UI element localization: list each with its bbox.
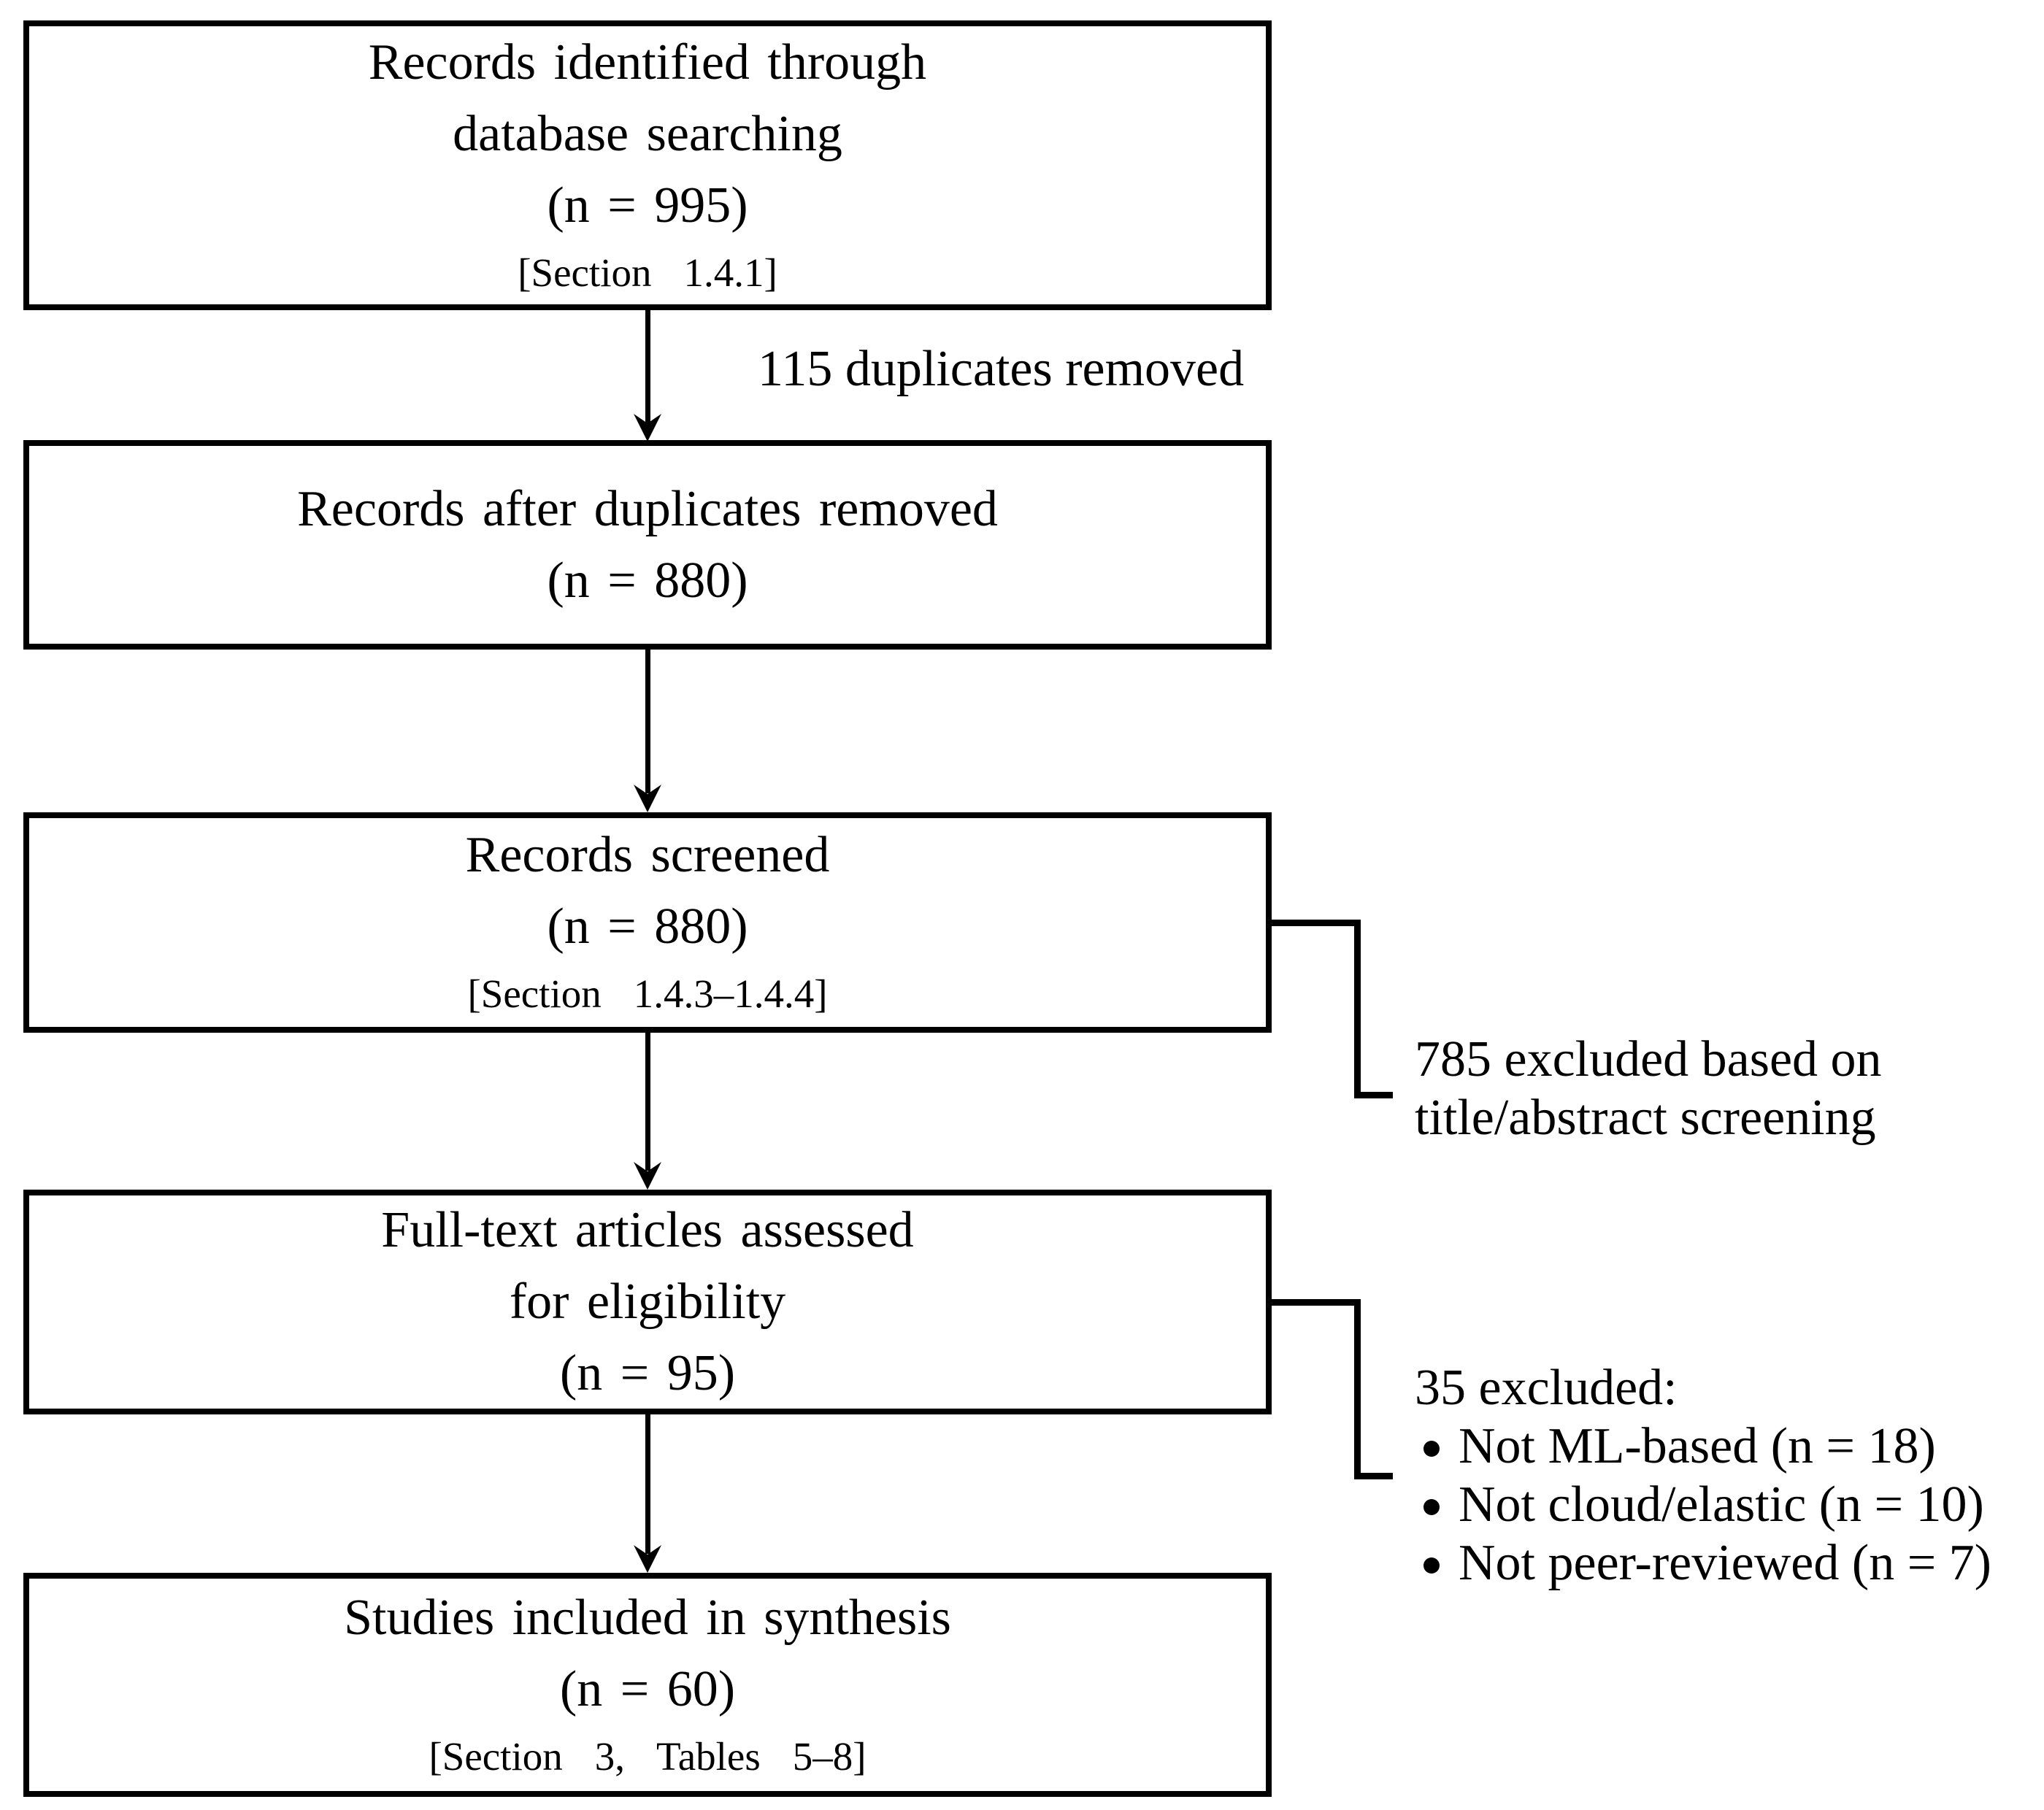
exclusion-header: 35 excluded: — [1415, 1360, 1678, 1416]
box-line: Records identified through — [368, 34, 927, 90]
box-count: (n = 995) — [547, 177, 748, 234]
elbow-connector-1-vertical — [1354, 920, 1361, 1098]
box-section-ref: [Section 1.4.3–1.4.4] — [467, 971, 828, 1016]
flow-box-studies-included: Studies included in synthesis (n = 60) [… — [23, 1573, 1272, 1797]
duplicates-removed-label: 115 duplicates removed — [758, 341, 1245, 397]
box-count: (n = 60) — [559, 1660, 736, 1717]
down-arrow-2 — [645, 650, 650, 793]
exclusion-bullet-item: Not peer-reviewed (n = 7) — [1415, 1534, 1991, 1593]
bullet-icon — [1424, 1557, 1440, 1574]
exclusion-line: title/abstract screening — [1415, 1090, 1876, 1146]
exclusion-line: 785 excluded based on — [1415, 1031, 1882, 1087]
down-arrow-4 — [645, 1414, 650, 1554]
box-count: (n = 880) — [547, 898, 748, 955]
exclusion-bullet-text: Not ML-based (n = 18) — [1459, 1418, 1936, 1474]
box-line: Records screened — [465, 827, 830, 883]
bullet-icon — [1424, 1499, 1440, 1515]
box-line: Studies included in synthesis — [344, 1589, 951, 1646]
box-line: for eligibility — [509, 1274, 786, 1330]
box-count: (n = 880) — [547, 552, 748, 609]
box-line: Full-text articles assessed — [381, 1202, 914, 1258]
flow-box-fulltext-assessed: Full-text articles assessed for eligibil… — [23, 1190, 1272, 1414]
exclusion-bullet-item: Not cloud/elastic (n = 10) — [1415, 1476, 1991, 1534]
arrowhead-icon — [634, 1162, 661, 1190]
exclusion-bullet-text: Not peer-reviewed (n = 7) — [1459, 1535, 1991, 1591]
arrowhead-icon — [634, 414, 661, 442]
flow-box-after-duplicates: Records after duplicates removed (n = 88… — [23, 440, 1272, 650]
down-arrow-1 — [645, 310, 650, 423]
arrowhead-icon — [634, 1545, 661, 1573]
box-section-ref: [Section 3, Tables 5–8] — [429, 1733, 867, 1779]
bullet-icon — [1424, 1441, 1440, 1457]
exclusion-label-screening: 785 excluded based on title/abstract scr… — [1415, 1031, 1882, 1147]
elbow-connector-2-vertical — [1354, 1299, 1361, 1479]
down-arrow-3 — [645, 1033, 650, 1171]
elbow-connector-1-foot — [1354, 1092, 1393, 1098]
elbow-connector-2-horizontal — [1271, 1299, 1361, 1306]
elbow-connector-1-horizontal — [1271, 920, 1361, 926]
flow-box-records-identified: Records identified through database sear… — [23, 20, 1272, 310]
exclusion-bullet-item: Not ML-based (n = 18) — [1415, 1417, 1991, 1476]
arrowhead-icon — [634, 785, 661, 812]
exclusion-label-fulltext: 35 excluded: Not ML-based (n = 18) Not c… — [1415, 1359, 1991, 1593]
flow-box-records-screened: Records screened (n = 880) [Section 1.4.… — [23, 812, 1272, 1033]
box-section-ref: [Section 1.4.1] — [518, 250, 777, 295]
elbow-connector-2-foot — [1354, 1473, 1393, 1479]
box-count: (n = 95) — [559, 1345, 736, 1401]
box-line: Records after duplicates removed — [297, 480, 998, 537]
exclusion-bullet-text: Not cloud/elastic (n = 10) — [1459, 1476, 1984, 1533]
box-line: database searching — [453, 105, 842, 162]
